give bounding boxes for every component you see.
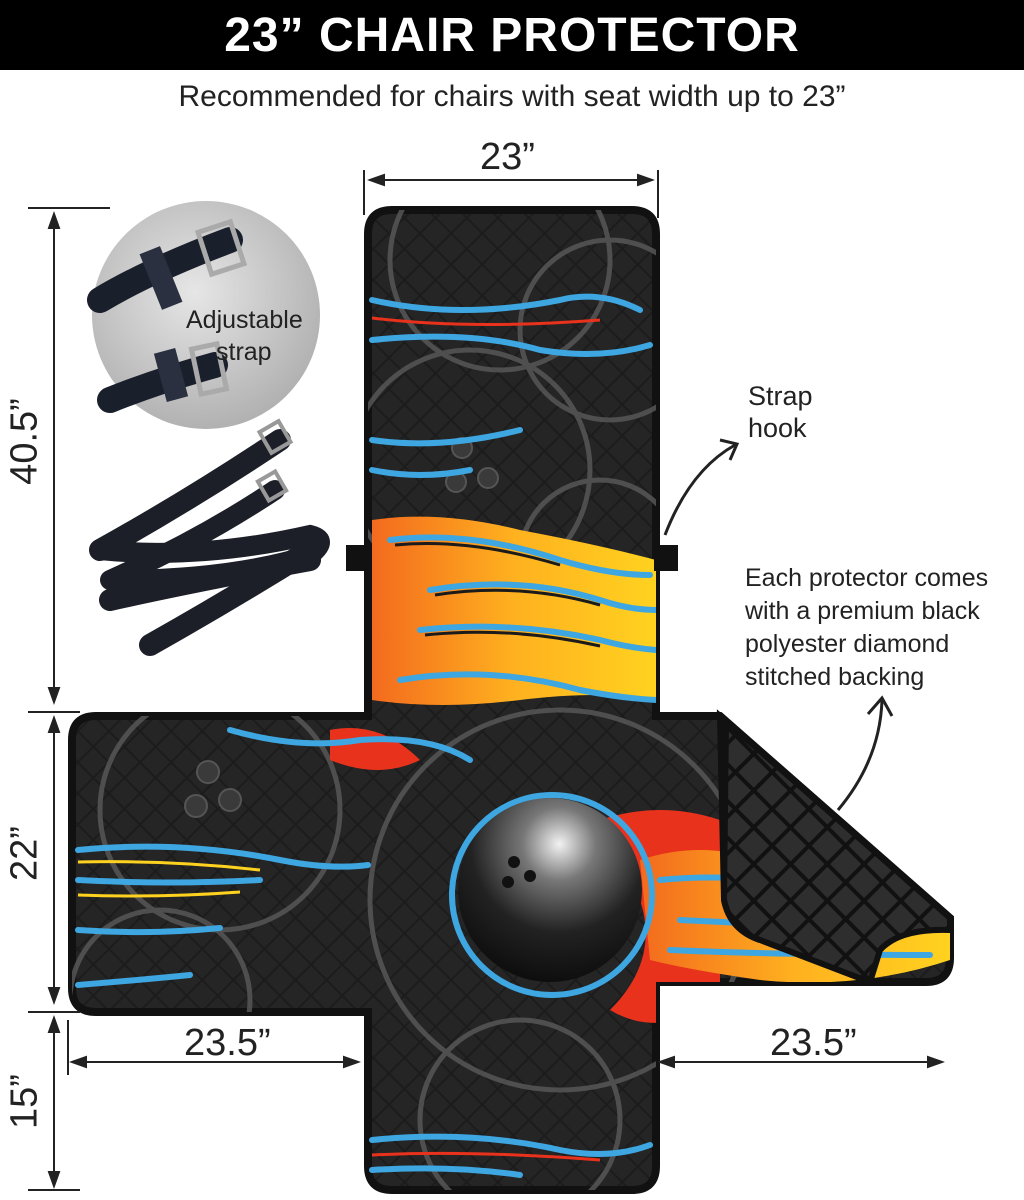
backing-description: Each protector comes with a premium blac… bbox=[745, 562, 1015, 694]
backing-line: with a premium black bbox=[745, 597, 980, 625]
backing-line: stitched backing bbox=[745, 663, 925, 691]
dimension-lines bbox=[28, 170, 945, 1191]
flame-icon bbox=[369, 293, 653, 1178]
dimension-right-arm: 23.5” bbox=[770, 1022, 857, 1064]
strap-hook-label-2: hook bbox=[748, 413, 807, 443]
strap-inset-label-2: strap bbox=[216, 338, 272, 366]
header-bar: 23” CHAIR PROTECTOR bbox=[0, 0, 1024, 70]
subtitle: Recommended for chairs with seat width u… bbox=[178, 80, 846, 113]
strap-inset-label-1: Adjustable bbox=[186, 306, 303, 334]
strap-icon bbox=[89, 418, 330, 656]
callout-arrows bbox=[663, 438, 894, 811]
strap-hook-label-1: Strap bbox=[748, 381, 813, 411]
backing-line: polyester diamond bbox=[745, 630, 950, 658]
dimension-front-drop: 15” bbox=[3, 1074, 46, 1129]
dimension-seat-depth: 22” bbox=[3, 826, 46, 881]
bowling-ball-icon bbox=[458, 798, 642, 982]
page-title: 23” CHAIR PROTECTOR bbox=[224, 8, 800, 62]
strap-hook-right bbox=[654, 545, 678, 571]
strap-inset bbox=[87, 201, 320, 429]
dimension-top-width: 23” bbox=[480, 136, 535, 178]
dimension-left-arm: 23.5” bbox=[184, 1022, 271, 1064]
strap-hook-left bbox=[346, 545, 370, 571]
dimension-back-height: 40.5” bbox=[3, 398, 46, 485]
backing-line: Each protector comes bbox=[745, 564, 989, 592]
